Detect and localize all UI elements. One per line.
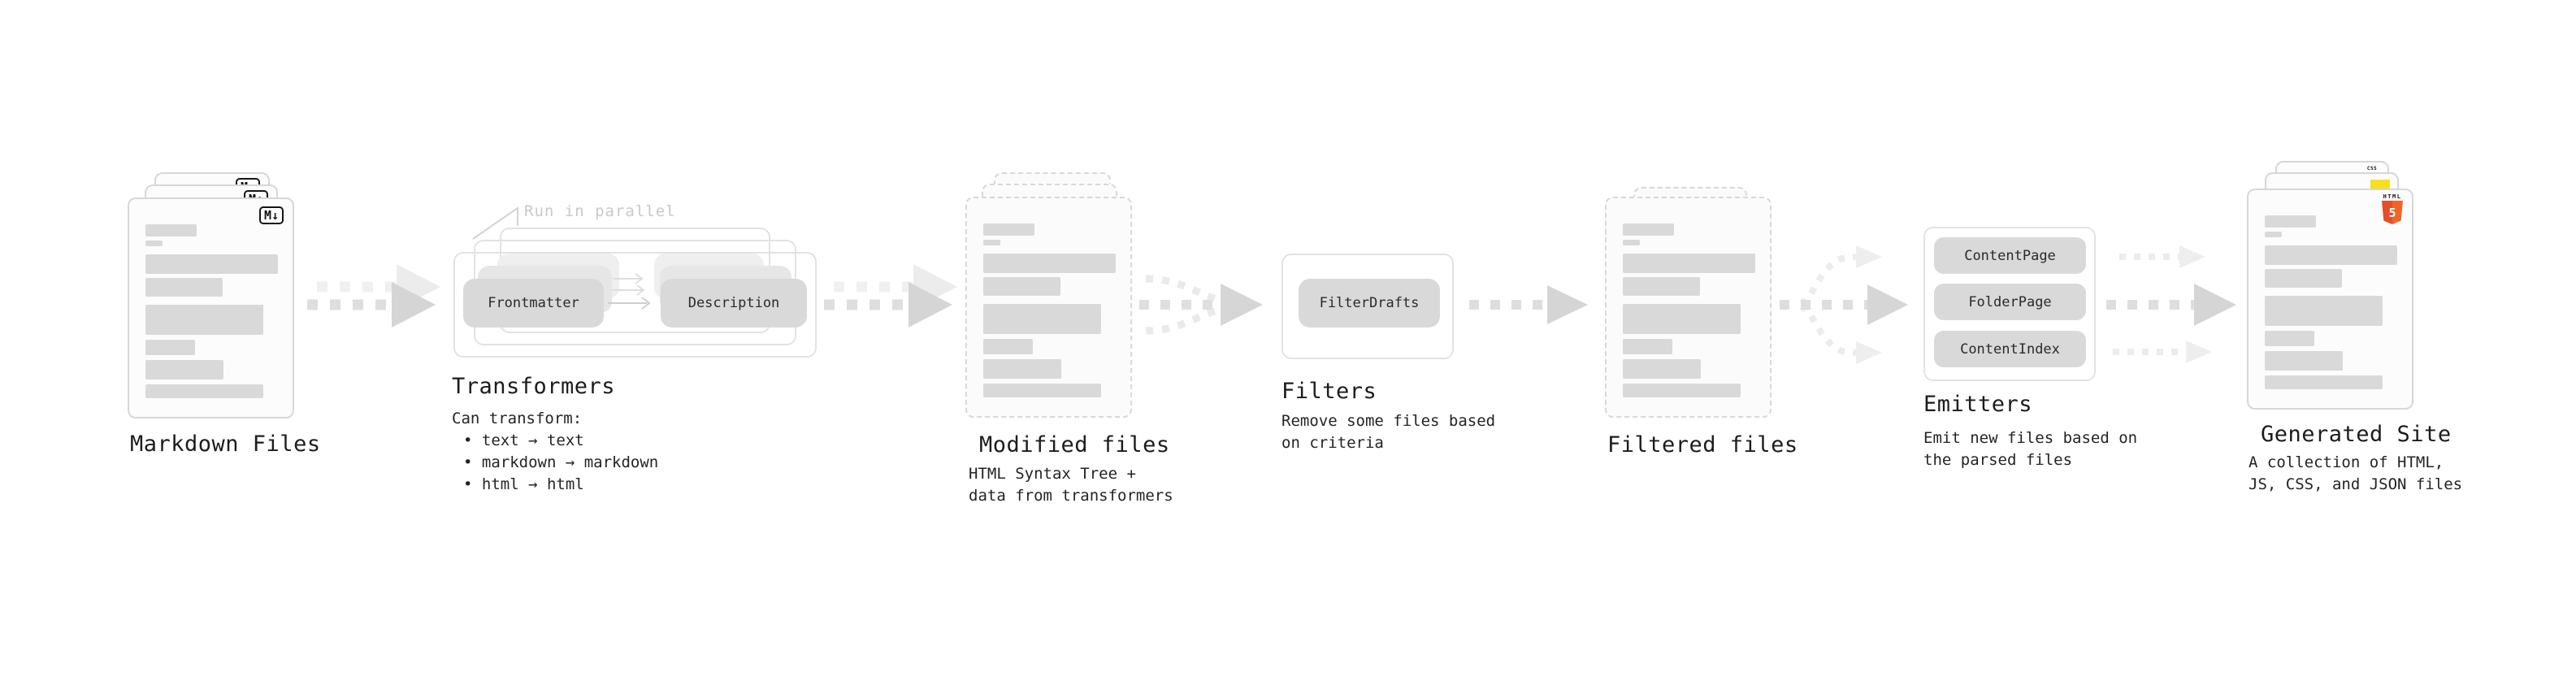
text-placeholder-bar: [983, 240, 1000, 245]
transformers-label: Transformers: [452, 374, 616, 399]
markdown-files-label: Markdown Files: [130, 432, 321, 457]
text-placeholder-bar: [983, 359, 1061, 379]
html5-icon-text: HTML: [2383, 193, 2402, 200]
generated-site-description: A collection of HTML, JS, CSS, and JSON …: [2249, 452, 2462, 496]
arrow-markdown-to-transformers: [307, 264, 440, 327]
text-placeholder-bar: [2265, 245, 2397, 265]
description-line: • markdown → markdown: [463, 453, 659, 471]
text-placeholder-bar: [1623, 277, 1700, 296]
description-line: • text → text: [463, 432, 584, 449]
transform-flow-arrows: [608, 273, 651, 310]
text-placeholder-bar: [145, 384, 263, 398]
description-line: HTML Syntax Tree +: [969, 465, 1136, 483]
text-placeholder-bar: [145, 340, 195, 355]
run-in-parallel-annotation: Run in parallel: [524, 202, 676, 220]
arrow-modified-to-filters: [1139, 275, 1263, 335]
emitters-description: Emit new files based on the parsed files: [1923, 427, 2137, 471]
emitters-label: Emitters: [1923, 392, 2033, 417]
text-placeholder-bar: [145, 224, 197, 236]
text-placeholder-bar: [1623, 254, 1755, 273]
text-placeholder-bar: [2265, 269, 2342, 288]
text-placeholder-bar: [145, 305, 263, 335]
text-placeholder-bar: [983, 384, 1101, 397]
text-placeholder-bar: [145, 254, 278, 274]
modified-files-label: Modified files: [979, 432, 1170, 458]
filterdrafts-pill: FilterDrafts: [1299, 279, 1440, 327]
description-line: A collection of HTML,: [2249, 453, 2444, 471]
transformers-description: Can transform: • text → text • markdown …: [452, 408, 658, 496]
text-placeholder-bar: [145, 360, 223, 380]
arrow-emitters-to-generated: [2106, 245, 2236, 363]
text-placeholder-bar: [2265, 296, 2383, 326]
modified-files-description: HTML Syntax Tree + data from transformer…: [969, 463, 1173, 507]
filtered-files-label: Filtered files: [1607, 432, 1798, 458]
filters-description: Remove some files based on criteria: [1281, 410, 1495, 454]
text-placeholder-bar: [1623, 339, 1672, 354]
description-line: on criteria: [1281, 434, 1384, 452]
frontmatter-pill: Frontmatter: [463, 279, 604, 327]
description-line: data from transformers: [969, 487, 1173, 505]
annotation-leader-line: [472, 206, 518, 240]
text-placeholder-bar: [2265, 215, 2316, 228]
description-pill: Description: [661, 279, 807, 327]
html5-icon-shield: 5: [2382, 201, 2403, 224]
description-line: the parsed files: [1923, 451, 2073, 469]
arrow-transformers-to-modified: [824, 264, 957, 327]
markdown-icon: M↓: [258, 206, 284, 224]
description-line: JS, CSS, and JSON files: [2249, 475, 2463, 493]
text-placeholder-bar: [1623, 223, 1674, 236]
text-placeholder-bar: [1623, 384, 1741, 397]
css-icon-text: CSS: [2366, 166, 2378, 171]
description-line: Can transform:: [452, 410, 583, 427]
transformers-box-front: [453, 252, 817, 358]
description-line: Emit new files based on: [1923, 429, 2138, 447]
folderpage-pill: FolderPage: [1934, 284, 2086, 320]
html5-icon-number: 5: [2388, 205, 2396, 220]
generated-html-file-card: HTML 5: [2247, 189, 2413, 410]
arrow-filtered-to-emitters: [1780, 245, 1908, 364]
text-placeholder-bar: [2265, 375, 2383, 389]
html5-icon: HTML 5: [2380, 193, 2405, 224]
javascript-icon: [2370, 180, 2390, 189]
description-line: Remove some files based: [1281, 412, 1496, 430]
text-placeholder-bar: [983, 223, 1034, 236]
emitters-box: [1923, 227, 2096, 381]
markdown-file-card: M↓: [128, 197, 294, 419]
arrow-filters-to-filtered: [1469, 285, 1588, 324]
text-placeholder-bar: [2265, 232, 2282, 237]
text-placeholder-bar: [1623, 359, 1701, 379]
contentindex-pill: ContentIndex: [1934, 331, 2086, 367]
text-placeholder-bar: [145, 241, 163, 246]
text-placeholder-bar: [1623, 304, 1741, 334]
text-placeholder-bar: [983, 254, 1116, 273]
text-placeholder-bar: [2265, 331, 2314, 346]
modified-file-card: [965, 197, 1132, 418]
generated-site-label: Generated Site: [2261, 422, 2452, 447]
filters-box: [1281, 254, 1454, 359]
text-placeholder-bar: [983, 304, 1101, 334]
text-placeholder-bar: [983, 339, 1033, 354]
text-placeholder-bar: [983, 277, 1060, 296]
text-placeholder-bar: [145, 278, 223, 297]
description-line: • html → html: [463, 475, 584, 493]
text-placeholder-bar: [2265, 351, 2343, 371]
text-placeholder-bar: [1623, 240, 1640, 245]
filters-label: Filters: [1281, 379, 1377, 404]
contentpage-pill: ContentPage: [1934, 237, 2086, 274]
filtered-file-card: [1605, 197, 1772, 418]
